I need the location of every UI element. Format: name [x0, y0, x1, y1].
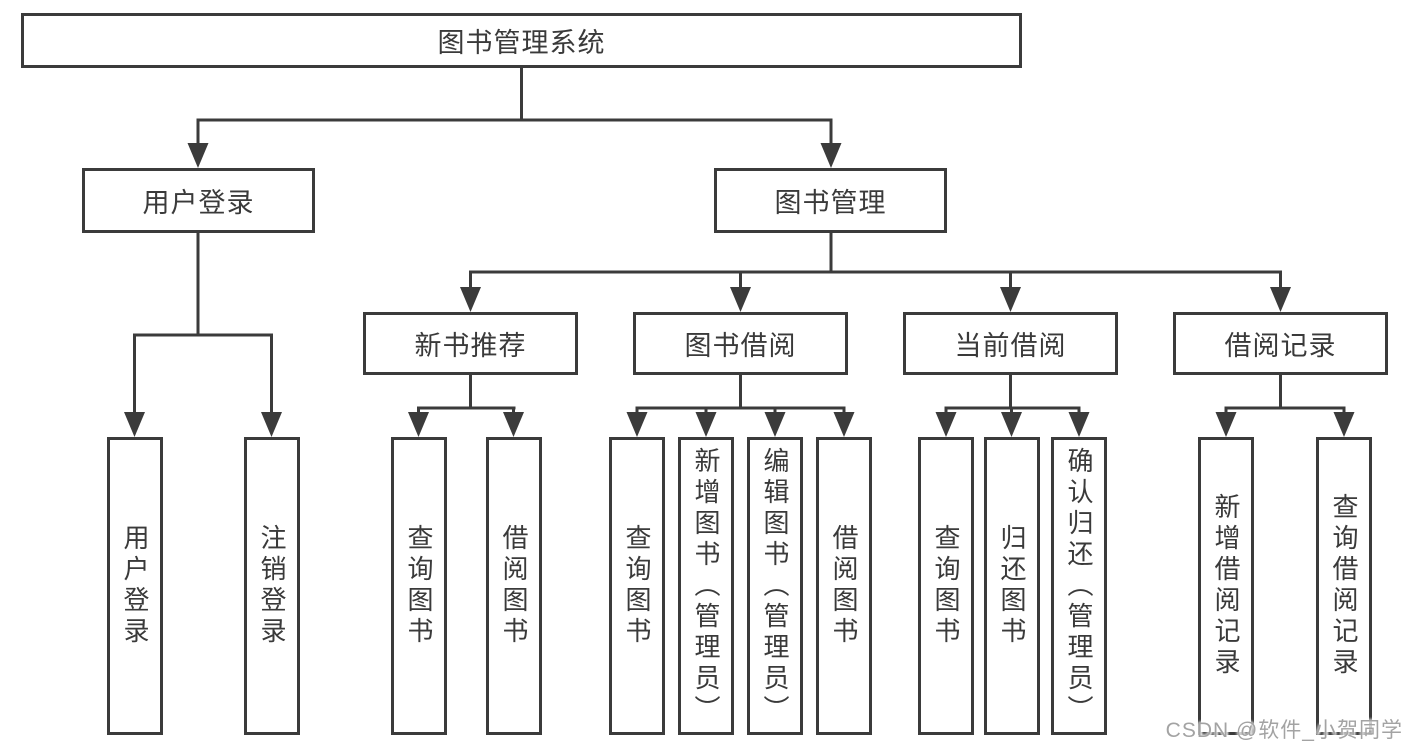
leaf-label: 查询借阅记录 [1329, 493, 1359, 679]
leaf-label: 归还图书 [997, 524, 1027, 648]
node-borrowing-records: 借阅记录 [1173, 312, 1388, 375]
node-book-borrowing: 图书借阅 [633, 312, 848, 375]
leaf-label: 编辑图书（管理员） [760, 446, 790, 726]
leaf-nb-borrow-books: 借阅图书 [486, 437, 542, 735]
leaf-br-query-record: 查询借阅记录 [1316, 437, 1372, 735]
leaf-bb-add-books-admin: 新增图书（管理员） [678, 437, 734, 735]
leaf-bb-query-books: 查询图书 [609, 437, 665, 735]
leaf-bb-edit-books-admin: 编辑图书（管理员） [747, 437, 803, 735]
node-new-book-recommendation: 新书推荐 [363, 312, 578, 375]
leaf-nb-query-books: 查询图书 [391, 437, 447, 735]
node-book-management: 图书管理 [714, 168, 947, 233]
node-current-borrowing: 当前借阅 [903, 312, 1118, 375]
leaf-label: 借阅图书 [499, 524, 529, 648]
leaf-user-login: 用户登录 [107, 437, 163, 735]
leaf-br-add-record: 新增借阅记录 [1198, 437, 1254, 735]
watermark: CSDN @软件_小贺同学 [1165, 719, 1403, 742]
leaf-label: 查询图书 [931, 524, 961, 648]
leaf-label: 新增图书（管理员） [691, 446, 721, 726]
leaf-label: 借阅图书 [829, 524, 859, 648]
leaf-label: 查询图书 [404, 524, 434, 648]
leaf-label: 新增借阅记录 [1211, 493, 1241, 679]
node-user-login: 用户登录 [82, 168, 315, 233]
leaf-bb-borrow-books: 借阅图书 [816, 437, 872, 735]
leaf-cb-confirm-return-admin: 确认归还（管理员） [1051, 437, 1107, 735]
leaf-label: 确认归还（管理员） [1064, 446, 1094, 726]
leaf-label: 用户登录 [120, 524, 150, 648]
leaf-cb-return-books: 归还图书 [984, 437, 1040, 735]
leaf-label: 注销登录 [257, 524, 287, 648]
leaf-cb-query-books: 查询图书 [918, 437, 974, 735]
leaf-label: 查询图书 [622, 524, 652, 648]
leaf-logout-login: 注销登录 [244, 437, 300, 735]
node-library-management-system: 图书管理系统 [21, 13, 1022, 68]
arrowhead-icons [124, 143, 1355, 437]
